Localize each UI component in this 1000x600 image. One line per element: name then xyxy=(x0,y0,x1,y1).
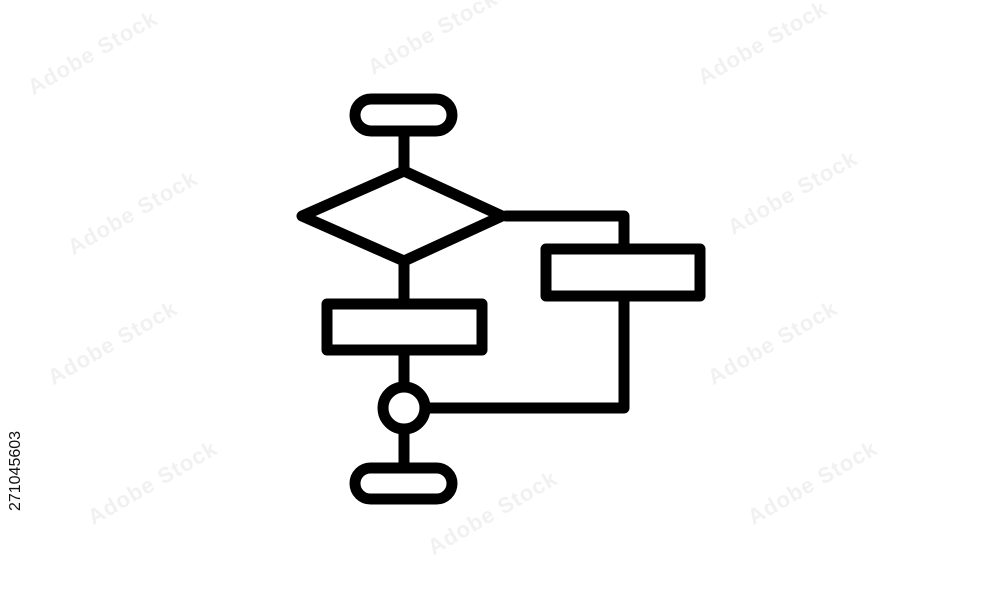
end-terminal xyxy=(349,462,458,505)
merge-circle xyxy=(377,381,431,435)
connector-line xyxy=(500,210,630,255)
stock-id-text: 271045603 xyxy=(7,430,24,512)
start-terminal xyxy=(349,93,458,137)
connector-line xyxy=(422,291,630,414)
decision-diamond xyxy=(296,165,508,267)
process-box-right xyxy=(540,243,706,302)
stock-id-label: 271045603 xyxy=(6,356,26,586)
process-box-left xyxy=(321,298,488,356)
